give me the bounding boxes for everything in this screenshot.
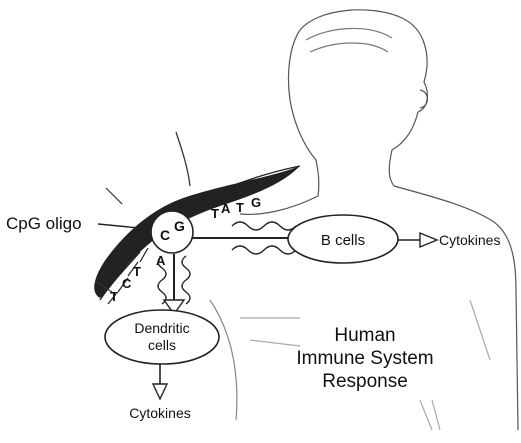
base-g-upper: G [251, 195, 261, 210]
base-c-lower: C [122, 276, 132, 291]
base-a-lower: A [156, 253, 166, 268]
dendritic-label-line2: cells [148, 337, 176, 353]
dna-upper-tail [176, 132, 190, 186]
arrowhead-bottom [153, 384, 167, 399]
torso-left-side [210, 300, 237, 420]
cpg-oligo-label: CpG oligo [6, 214, 82, 233]
neck-shoulder-right [394, 186, 518, 430]
response-title-line3: Response [322, 371, 408, 392]
response-title-line1: Human [334, 325, 395, 346]
cpg-motif: C G [151, 211, 193, 253]
head-outline [300, 10, 427, 186]
arrowhead-b-cells [420, 233, 437, 247]
base-t-lower-2: T [110, 289, 118, 304]
base-t-upper-2: T [236, 200, 244, 215]
base-t-lower: T [133, 264, 141, 279]
base-t-upper: T [211, 206, 219, 221]
dna-tick-top [106, 188, 122, 204]
base-c-cpg: C [160, 227, 170, 243]
hair [306, 28, 392, 52]
dendritic-label-line1: Dendritic [134, 320, 189, 336]
base-a-upper: A [221, 201, 231, 216]
cpg-circle [151, 211, 193, 253]
base-g-cpg: G [174, 218, 185, 234]
cytokines-right-label: Cytokines [439, 232, 500, 248]
cytokines-bottom-label: Cytokines [129, 405, 190, 421]
b-cells-label: B cells [321, 232, 365, 249]
response-title-line2: Immune System [296, 348, 433, 369]
ear [420, 90, 428, 108]
